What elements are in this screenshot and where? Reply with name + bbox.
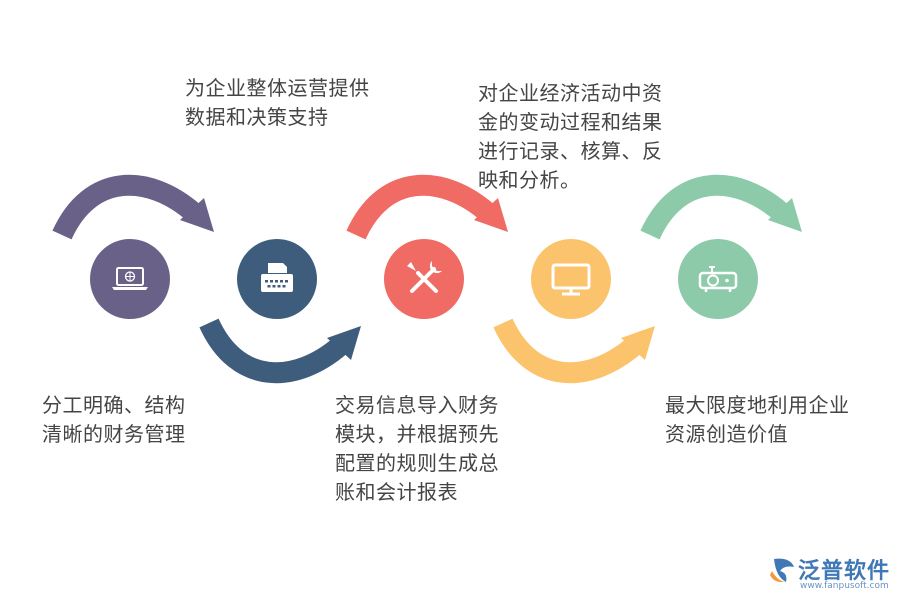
projector-icon — [698, 266, 738, 292]
step-4-circle — [531, 239, 611, 319]
step-4-caption: 对企业经济活动中资 金的变动过程和结果 进行记录、核算、反 映和分析。 — [478, 79, 663, 195]
step-2-line-2: 数据和决策支持 — [185, 105, 329, 129]
step-3-line-3: 配置的规则生成总 — [335, 451, 499, 475]
step-5-line-2: 资源创造价值 — [665, 422, 788, 446]
step-3-line-4: 账和会计报表 — [335, 480, 458, 504]
step-5-caption: 最大限度地利用企业 资源创造价值 — [665, 391, 850, 449]
step-4-line-4: 映和分析。 — [478, 168, 581, 192]
step-4-line-1: 对企业经济活动中资 — [478, 81, 663, 105]
step-3-line-2: 模块，并根据预先 — [335, 422, 499, 446]
step-1-line-1: 分工明确、结构 — [42, 393, 186, 417]
tools-icon — [407, 261, 442, 293]
step-2-arrow — [199, 318, 348, 384]
typewriter-icon — [261, 263, 293, 292]
laptop-icon — [112, 267, 148, 290]
monitor-icon — [551, 263, 591, 296]
step-3-caption: 交易信息导入财务 模块，并根据预先 配置的规则生成总 账和会计报表 — [335, 391, 499, 507]
brand-url: www.fanpusoft.com — [800, 581, 889, 591]
step-5-line-1: 最大限度地利用企业 — [665, 393, 850, 417]
step-3-line-1: 交易信息导入财务 — [335, 393, 499, 417]
brand-mark-icon — [770, 558, 794, 583]
brand-logo[interactable]: 泛普软件 www.fanpusoft.com — [768, 553, 892, 595]
step-4-arrowhead — [621, 326, 655, 360]
step-1-caption: 分工明确、结构 清晰的财务管理 — [42, 391, 186, 449]
step-4-arrow — [493, 318, 642, 384]
step-1-line-2: 清晰的财务管理 — [42, 422, 186, 446]
step-2-line-1: 为企业整体运营提供 — [185, 76, 370, 100]
step-2-arrowhead — [327, 326, 361, 360]
step-4-line-2: 金的变动过程和结果 — [478, 110, 663, 134]
step-1-arrow — [52, 174, 201, 240]
step-3-arrow — [346, 174, 495, 240]
brand-name: 泛普软件 — [798, 559, 891, 584]
step-1-arrowhead — [180, 198, 214, 232]
step-2-caption: 为企业整体运营提供 数据和决策支持 — [185, 74, 370, 132]
step-5-arrowhead — [768, 198, 802, 232]
step-3-arrowhead — [474, 198, 508, 232]
step-4-line-3: 进行记录、核算、反 — [478, 139, 663, 163]
step-5-arrow — [640, 174, 789, 240]
